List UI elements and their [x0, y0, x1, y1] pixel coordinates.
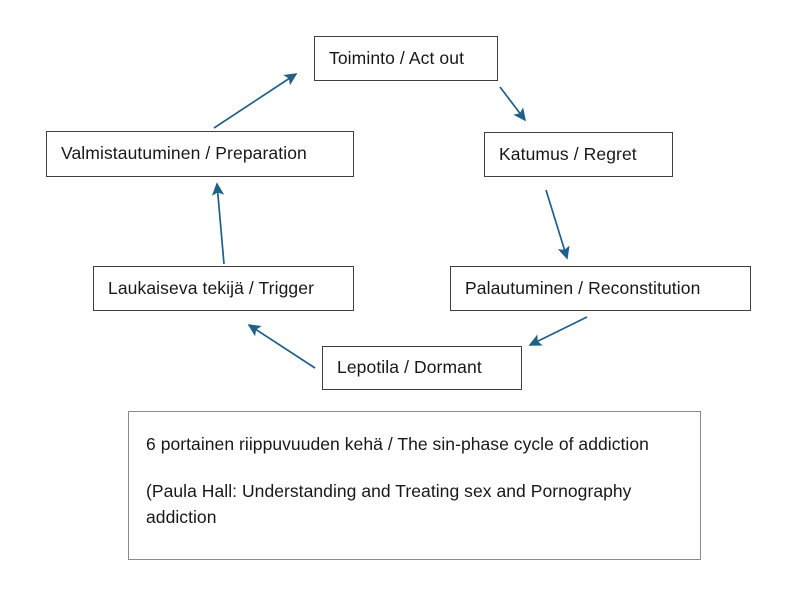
node-regret[interactable]: Katumus / Regret	[484, 132, 673, 177]
node-act-out[interactable]: Toiminto / Act out	[314, 36, 498, 81]
caption-line-2: (Paula Hall: Understanding and Treating …	[146, 481, 632, 527]
arrow-regret-to-reconstitution	[545, 189, 570, 260]
caption-box: 6 portainen riippuvuuden kehä / The sin-…	[128, 411, 701, 560]
node-preparation[interactable]: Valmistautuminen / Preparation	[46, 131, 354, 177]
node-reconstitution-label: Palautuminen / Reconstitution	[465, 277, 701, 298]
node-dormant[interactable]: Lepotila / Dormant	[322, 346, 522, 390]
caption-line-1: 6 portainen riippuvuuden kehä / The sin-…	[146, 434, 649, 454]
arrow-reconstitution-to-dormant	[528, 316, 588, 346]
arrow-preparation-to-act-out	[213, 73, 298, 129]
node-act-out-label: Toiminto / Act out	[329, 47, 465, 68]
node-trigger[interactable]: Laukaiseva tekijä / Trigger	[93, 266, 354, 311]
node-reconstitution[interactable]: Palautuminen / Reconstitution	[450, 266, 751, 311]
node-regret-label: Katumus / Regret	[499, 143, 637, 164]
arrow-trigger-to-preparation	[211, 182, 225, 265]
arrow-act-out-to-regret	[499, 86, 527, 122]
arrow-dormant-to-trigger	[247, 324, 316, 369]
node-preparation-label: Valmistautuminen / Preparation	[61, 143, 307, 164]
node-trigger-label: Laukaiseva tekijä / Trigger	[108, 277, 315, 298]
node-dormant-label: Lepotila / Dormant	[337, 357, 482, 378]
